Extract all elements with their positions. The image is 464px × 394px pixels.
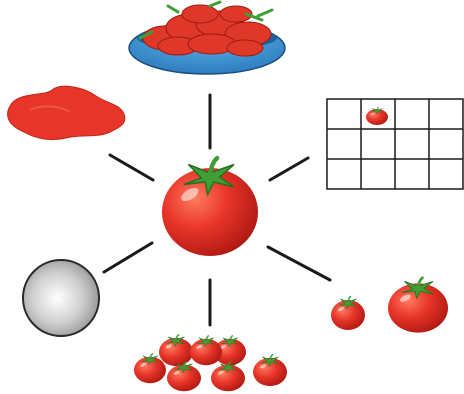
small-and-large-tomato-icon — [330, 276, 450, 334]
large-tomato-icon — [386, 276, 450, 334]
tomato-icon — [162, 158, 258, 256]
small-tomato-icon — [330, 295, 366, 331]
connector-lines — [102, 93, 332, 327]
connector-upper-right — [268, 156, 310, 182]
tomato-puddle-icon — [7, 85, 126, 141]
connector-lower-left — [102, 241, 154, 274]
connector-lower-right — [266, 245, 332, 282]
tomato-pile-icon — [133, 333, 288, 392]
grid-with-tomato-icon — [326, 98, 464, 190]
connector-upper-left — [108, 153, 155, 182]
gray-sphere-icon — [22, 259, 100, 337]
sliced-tomatoes-bowl-icon — [128, 0, 286, 75]
